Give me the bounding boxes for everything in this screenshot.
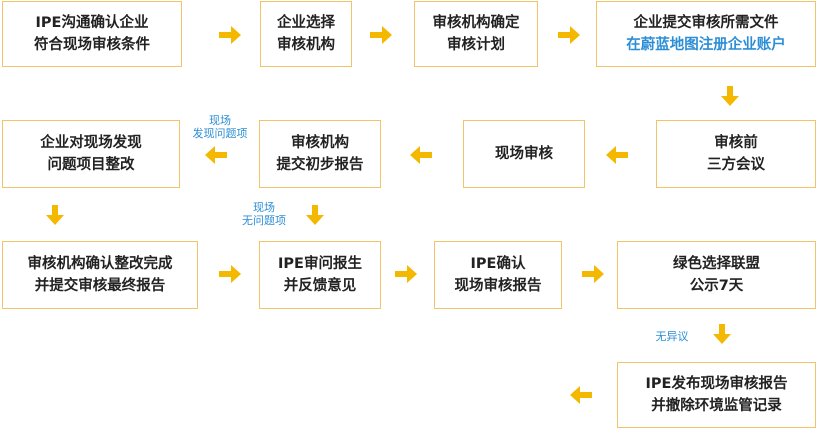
- step-company-rectify: 企业对现场发现 问题项目整改: [2, 120, 180, 188]
- step-line: 审核机构确认整改完成: [27, 256, 173, 272]
- arrow-down-icon: [713, 324, 731, 344]
- step-line: 问题项目整改: [47, 157, 135, 173]
- arrow-right-icon: [370, 26, 392, 44]
- arrow-down-icon: [721, 86, 739, 106]
- step-line: 审核机构: [277, 37, 335, 53]
- arrow-right-icon: [219, 265, 241, 283]
- arrow-right-icon: [558, 26, 580, 44]
- step-line: IPE发布现场审核报告: [645, 376, 788, 392]
- step-onsite-audit: 现场审核: [463, 120, 585, 188]
- step-audit-plan: 审核机构确定 审核计划: [414, 1, 538, 67]
- note-no-objection: 无异议: [655, 330, 689, 343]
- step-ipe-publish-report: IPE发布现场审核报告 并撤除环境监管记录: [617, 362, 816, 428]
- step-line: 审核计划: [447, 37, 505, 53]
- step-submit-documents: 企业提交审核所需文件 在蔚蓝地图注册企业账户: [596, 1, 816, 67]
- arrow-down-icon: [306, 205, 324, 225]
- step-line: 现场审核: [495, 146, 553, 162]
- step-line: 企业选择: [277, 15, 335, 31]
- step-line: 审核机构确定: [432, 15, 520, 31]
- step-line: 审核前: [714, 135, 758, 151]
- step-preliminary-report: 审核机构 提交初步报告: [259, 120, 381, 188]
- step-choose-auditor: 企业选择 审核机构: [260, 1, 352, 67]
- arrow-left-icon: [205, 146, 227, 164]
- step-line: 企业提交审核所需文件: [633, 15, 779, 31]
- arrow-right-icon: [395, 265, 417, 283]
- arrow-left-icon: [570, 386, 592, 404]
- arrow-right-icon: [582, 265, 604, 283]
- step-green-choice-publicity: 绿色选择联盟 公示7天: [617, 241, 816, 309]
- step-ipe-confirm-eligibility: IPE沟通确认企业 符合现场审核条件: [2, 1, 182, 67]
- step-final-report: 审核机构确认整改完成 并提交审核最终报告: [2, 241, 198, 309]
- step-line: 企业对现场发现: [40, 135, 142, 151]
- arrow-right-icon: [219, 26, 241, 44]
- note-issues-found: 现场 发现问题项: [192, 114, 248, 140]
- step-line: 并提交审核最终报告: [34, 278, 166, 294]
- step-line: 三方会议: [707, 157, 765, 173]
- step-line: 提交初步报告: [276, 157, 364, 173]
- note-no-issues: 现场 无问题项: [242, 201, 286, 227]
- step-line-highlight: 在蔚蓝地图注册企业账户: [626, 37, 786, 53]
- step-line: IPE沟通确认企业: [35, 15, 149, 31]
- step-line: 现场审核报告: [454, 278, 542, 294]
- step-ipe-confirm-report: IPE确认 现场审核报告: [434, 241, 562, 309]
- arrow-left-icon: [606, 146, 628, 164]
- step-ipe-review: IPE审问报生 并反馈意见: [259, 241, 381, 309]
- step-line: 公示7天: [689, 278, 744, 294]
- step-line: 符合现场审核条件: [34, 37, 150, 53]
- step-line: 并撤除环境监管记录: [651, 398, 782, 414]
- arrow-down-icon: [46, 205, 64, 225]
- arrow-left-icon: [410, 146, 432, 164]
- step-line: 并反馈意见: [283, 278, 357, 294]
- step-line: IPE审问报生: [278, 256, 362, 272]
- step-line: 审核机构: [291, 135, 349, 151]
- step-line: IPE确认: [470, 256, 526, 272]
- step-line: 绿色选择联盟: [673, 256, 760, 272]
- step-pre-audit-meeting: 审核前 三方会议: [656, 120, 816, 188]
